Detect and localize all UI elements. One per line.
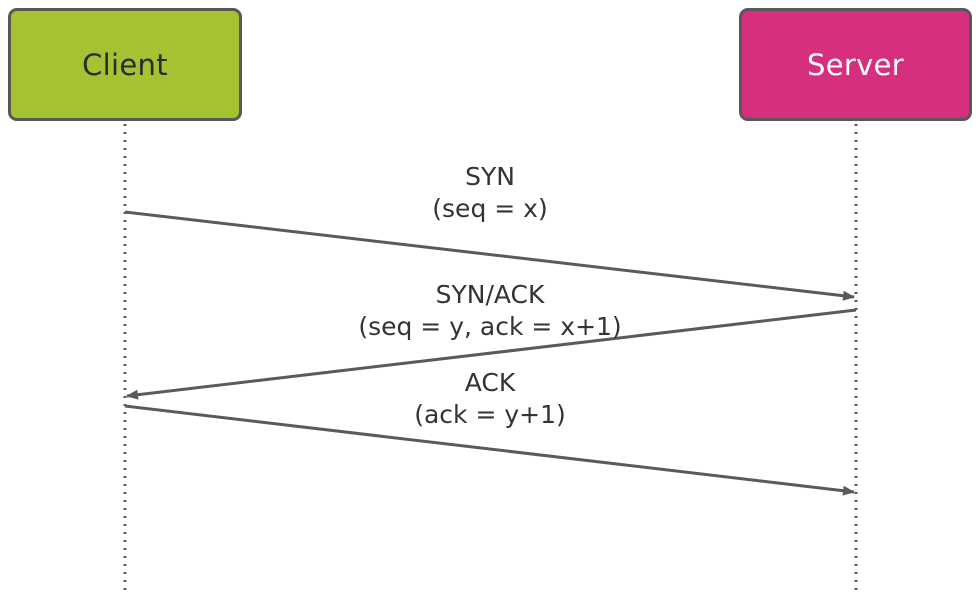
syn-detail: (seq = x) (432, 194, 548, 223)
syn-arrow (124, 210, 855, 301)
ack-detail: (ack = y+1) (414, 400, 566, 429)
syn-title: SYN (465, 162, 515, 191)
client-actor-box: Client (8, 8, 242, 121)
syn-ack-arrow (126, 308, 857, 400)
syn-ack-message-label: SYN/ACK (seq = y, ack = x+1) (290, 279, 690, 343)
client-label: Client (82, 47, 168, 82)
syn-ack-detail: (seq = y, ack = x+1) (358, 312, 622, 341)
ack-message-label: ACK (ack = y+1) (290, 367, 690, 431)
ack-arrow (124, 404, 855, 496)
ack-title: ACK (464, 368, 516, 397)
syn-ack-title: SYN/ACK (435, 280, 545, 309)
server-actor-box: Server (739, 8, 972, 121)
syn-message-label: SYN (seq = x) (290, 161, 690, 225)
server-label: Server (807, 47, 904, 82)
